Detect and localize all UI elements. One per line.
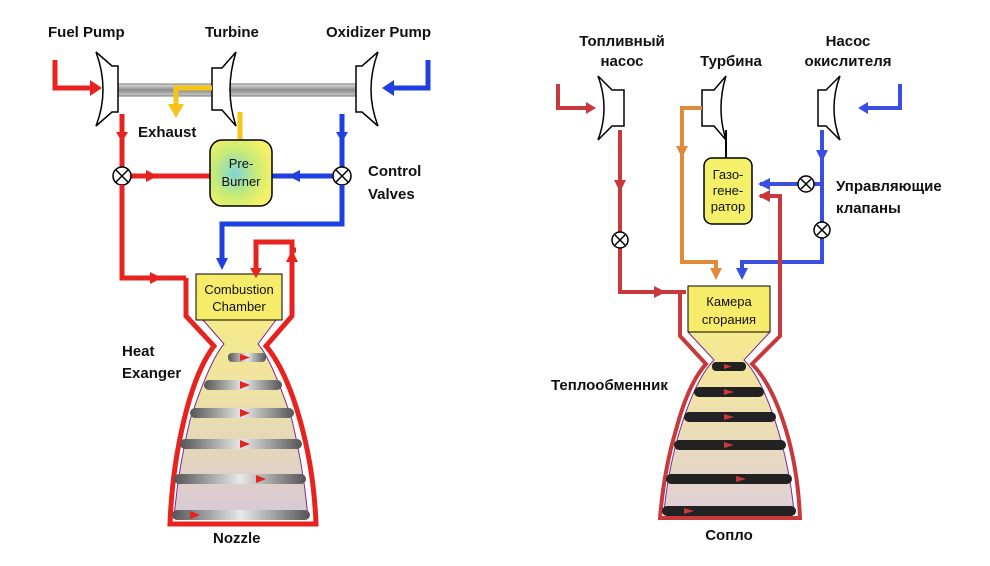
ox-inlet-arrow-ru <box>858 102 868 114</box>
fuel-to-preburner-arrow <box>146 170 158 182</box>
left-diagram: Pre- Burner Combustion Chamber <box>48 24 431 547</box>
heat-exchanger-bands-ru <box>662 362 796 516</box>
valves-label-ru-1: Управляющие <box>836 178 942 195</box>
hot-gas-line-ru <box>680 106 718 272</box>
turbine-label-ru: Турбина <box>700 53 762 70</box>
exhaust-line <box>173 85 212 106</box>
fuel-pump-icon-ru <box>597 75 625 141</box>
nozzle-label: Nozzle <box>213 530 261 547</box>
fuel-down-arrow <box>116 132 128 142</box>
nozzle-label-ru: Сопло <box>705 527 753 544</box>
hot-gas-chamber-arrow-ru <box>710 268 722 280</box>
fuel-to-jacket-line <box>119 185 186 281</box>
oxidizer-pump-icon <box>355 51 379 127</box>
fuel-pump-icon <box>95 51 119 127</box>
ox-pump-icon-ru <box>817 75 841 141</box>
ox-to-chamber-line <box>219 185 345 262</box>
oxidizer-inlet-arrow <box>382 80 394 96</box>
fuel-inlet-arrow <box>90 80 102 96</box>
ox-main-valve-icon-ru <box>813 221 831 239</box>
heat-exchanger-label-2: Exanger <box>122 365 181 382</box>
chamber-label-2: Chamber <box>212 299 266 314</box>
ox-chamber-arrow-ru <box>736 268 748 280</box>
control-valves-label-2: Valves <box>368 186 415 203</box>
gasgen-label-2: гене- <box>713 183 743 198</box>
turbine-shaft <box>117 83 357 97</box>
ox-pump-label-ru-2: окислителя <box>805 53 892 70</box>
fuel-inlet-arrow-ru <box>586 102 596 114</box>
fuel-down-arrow-ru <box>614 180 626 192</box>
ox-gasgen-valve-icon-ru <box>797 175 815 193</box>
fuel-right-arrow-ru <box>654 286 666 298</box>
ox-down-arrow <box>336 132 348 142</box>
turbine-label: Turbine <box>205 24 259 41</box>
ox-pump-label-ru-1: Насос <box>826 33 871 50</box>
heat-exchanger-label-1: Heat <box>122 343 155 360</box>
fuel-to-jacket-arrow <box>150 272 162 284</box>
ox-to-gasgen-arrow-ru <box>758 178 770 190</box>
fuel-down-line-ru <box>618 130 686 294</box>
jacket-return-line <box>253 239 295 268</box>
ox-to-chamber-arrow <box>216 258 228 270</box>
gas-generator-box <box>703 157 753 225</box>
chamber-label-ru-2: сгорания <box>702 312 756 327</box>
hot-gas-down-arrow-ru <box>676 146 688 158</box>
control-valves-label-1: Control <box>368 163 421 180</box>
exhaust-arrow <box>168 104 184 118</box>
jacket-return-arrow <box>250 268 262 278</box>
chamber-label-1: Combustion <box>204 282 273 297</box>
heat-exchanger-bands <box>172 353 310 520</box>
fuel-inlet-line <box>52 60 92 91</box>
heat-exchanger-label-ru: Теплообменник <box>551 377 668 394</box>
fuel-valve-icon-ru <box>611 231 629 249</box>
jacket-up-arrow <box>286 250 298 262</box>
preburner-box <box>209 139 273 207</box>
turbine-icon-ru <box>701 75 727 141</box>
fuel-inlet-line-ru <box>556 84 588 110</box>
valves-label-ru-2: клапаны <box>836 200 901 217</box>
oxidizer-pump-label: Oxidizer Pump <box>326 24 431 41</box>
turbine-icon <box>211 51 237 127</box>
preburner-label-2: Burner <box>221 174 261 189</box>
ox-inlet-line-ru <box>868 84 902 110</box>
gasgen-label-1: Газо- <box>713 167 744 182</box>
cooling-jacket-ru <box>657 194 803 520</box>
right-diagram: Газо- гене- ратор Камера сгорания <box>551 33 942 544</box>
jacket-to-gasgen-arrow-ru <box>758 190 770 202</box>
combustion-chamber-box <box>195 273 283 321</box>
ox-to-preburner-arrow <box>288 170 300 182</box>
chamber-box-ru <box>687 285 771 333</box>
gasgen-label-3: ратор <box>711 199 745 214</box>
fuel-pump-label: Fuel Pump <box>48 24 125 41</box>
ox-down-arrow-ru <box>816 150 828 162</box>
fuel-cooling-jacket <box>167 247 319 527</box>
fuel-pump-label-ru-2: насос <box>600 53 643 70</box>
exhaust-label: Exhaust <box>138 124 196 141</box>
oxidizer-inlet-line <box>392 60 431 91</box>
preburner-label-1: Pre- <box>229 156 254 171</box>
ox-control-valve-icon <box>332 166 352 186</box>
chamber-label-ru-1: Камера <box>706 294 752 309</box>
fuel-control-valve-icon <box>112 166 132 186</box>
fuel-pump-label-ru-1: Топливный <box>579 33 665 50</box>
